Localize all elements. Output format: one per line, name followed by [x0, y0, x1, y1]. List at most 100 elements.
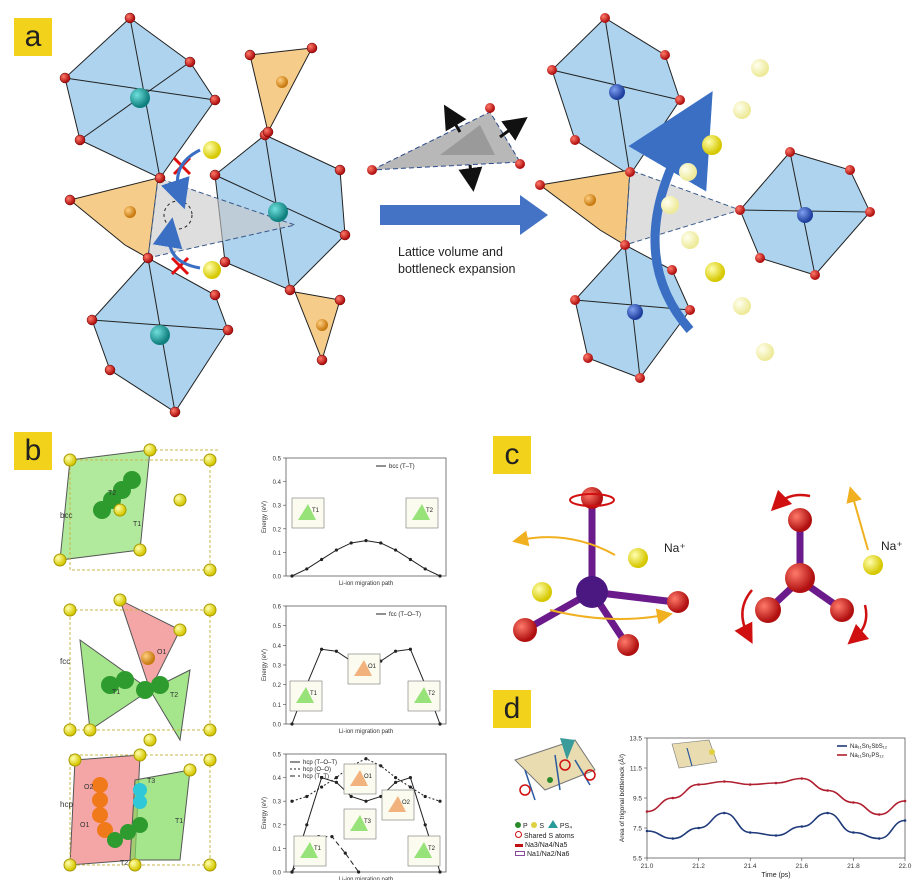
x-axis-label: Li-ion migration path [339, 877, 393, 880]
panel-b-structures [53, 443, 220, 872]
data-point [364, 539, 368, 543]
ps4-unit-right [734, 486, 883, 645]
data-point [438, 870, 442, 874]
inset-bond [686, 747, 693, 767]
hcp-structure [63, 748, 217, 872]
x-tick-label: 21.4 [744, 863, 757, 870]
p-atom-icon [515, 822, 521, 828]
panel-a-label: a [14, 18, 52, 56]
data-point [671, 837, 675, 840]
red-atoms-mid [367, 103, 525, 175]
x-tick-label: 22.0 [899, 863, 912, 870]
x-tick-label: 21.0 [641, 863, 654, 870]
bcc-row-name: bcc [60, 511, 73, 520]
dashed-bottleneck-circle [163, 200, 193, 230]
na-atom-yellow [203, 141, 221, 159]
data-point [903, 819, 907, 822]
site-label: O1 [368, 664, 377, 670]
blue-atom [797, 207, 813, 223]
data-point [723, 811, 726, 815]
shared-s-icon [515, 831, 522, 838]
data-point [408, 557, 412, 562]
x-tick-label: 21.8 [847, 863, 860, 870]
data-point [394, 548, 398, 552]
y-tick-label: 0.0 [273, 575, 282, 581]
data-point [305, 567, 309, 571]
site-label: T1 [310, 691, 318, 697]
data-point [645, 829, 649, 833]
data-point [290, 722, 294, 726]
y-tick-label: 0.2 [273, 823, 282, 829]
site-label: T2 [428, 691, 436, 697]
expansion-triangle-inner [440, 125, 495, 155]
data-point [408, 785, 412, 789]
data-point [305, 823, 309, 827]
ps4-unit-left [512, 487, 689, 656]
data-point [408, 647, 412, 651]
data-point [334, 548, 338, 552]
fcc-row-name: fcc [60, 657, 71, 666]
data-point [349, 794, 353, 799]
data-point [877, 837, 881, 840]
data-point [334, 776, 338, 780]
data-point [334, 780, 338, 784]
site-polygon [300, 842, 318, 858]
data-point [357, 870, 361, 874]
ps4-icon [547, 820, 558, 828]
blue-atom [627, 304, 643, 320]
site-label: O1 [364, 774, 373, 780]
data-point [349, 541, 353, 545]
site-label: T3 [364, 819, 372, 825]
inset-structure [671, 739, 718, 769]
data-point [394, 649, 398, 653]
panel-d-legend: P S PS₄ Shared S atoms Na3/Na4/Na5 Na1/N… [515, 820, 574, 859]
data-point [394, 776, 398, 780]
data-point [903, 799, 907, 803]
data-point [334, 649, 338, 653]
panel-c-label: c [493, 436, 531, 474]
panel-a-caption: Lattice volume and bottleneck expansion [398, 245, 516, 276]
s-atom-icon [531, 822, 538, 828]
bottleneck-triangle-right [624, 169, 742, 246]
fcc-structure [63, 593, 217, 747]
y-tick-label: 0.3 [273, 800, 282, 806]
legend-label: hcp (T–O–T) [303, 760, 337, 766]
panel-d-label: d [493, 690, 531, 728]
orange-atom [124, 206, 136, 218]
hcp-site-label: O1 [80, 822, 90, 829]
data-point [438, 799, 442, 803]
orange-atom [584, 194, 596, 206]
data-point [774, 834, 778, 837]
site-label: T1 [314, 846, 322, 852]
data-point [408, 776, 412, 780]
fcc-site-label: T1 [112, 689, 121, 696]
na-path-atoms [661, 59, 774, 361]
tetrahedron-right [538, 169, 631, 246]
data-point [379, 764, 383, 768]
y-tick-label: 0.1 [273, 703, 282, 709]
hcp-site-label: T1 [175, 818, 184, 825]
teal-atom [130, 88, 150, 108]
data-point [290, 574, 294, 578]
y-axis-label: Area of trigonal bottleneck (Å²) [617, 754, 626, 842]
y-tick-label: 0.0 [273, 871, 282, 877]
migration-arrow-left [161, 148, 201, 210]
x-axis-label: Time (ps) [761, 872, 790, 879]
y-tick-label: 0.3 [273, 504, 282, 510]
data-point [852, 831, 855, 834]
x-tick-label: 21.2 [692, 863, 705, 870]
na345-icon [515, 844, 523, 847]
na-atom-yellow [203, 261, 221, 279]
data-point [748, 783, 752, 786]
red-atoms-left [59, 12, 351, 418]
data-point [826, 811, 829, 815]
data-point [305, 794, 309, 799]
data-point [697, 783, 700, 786]
data-point [671, 796, 675, 800]
right-arrow-icon [380, 195, 548, 235]
hcp-row-name: hcp [60, 800, 73, 809]
legend-label: fcc (T–O–T) [389, 612, 421, 618]
y-tick-label: 0.4 [273, 644, 282, 650]
